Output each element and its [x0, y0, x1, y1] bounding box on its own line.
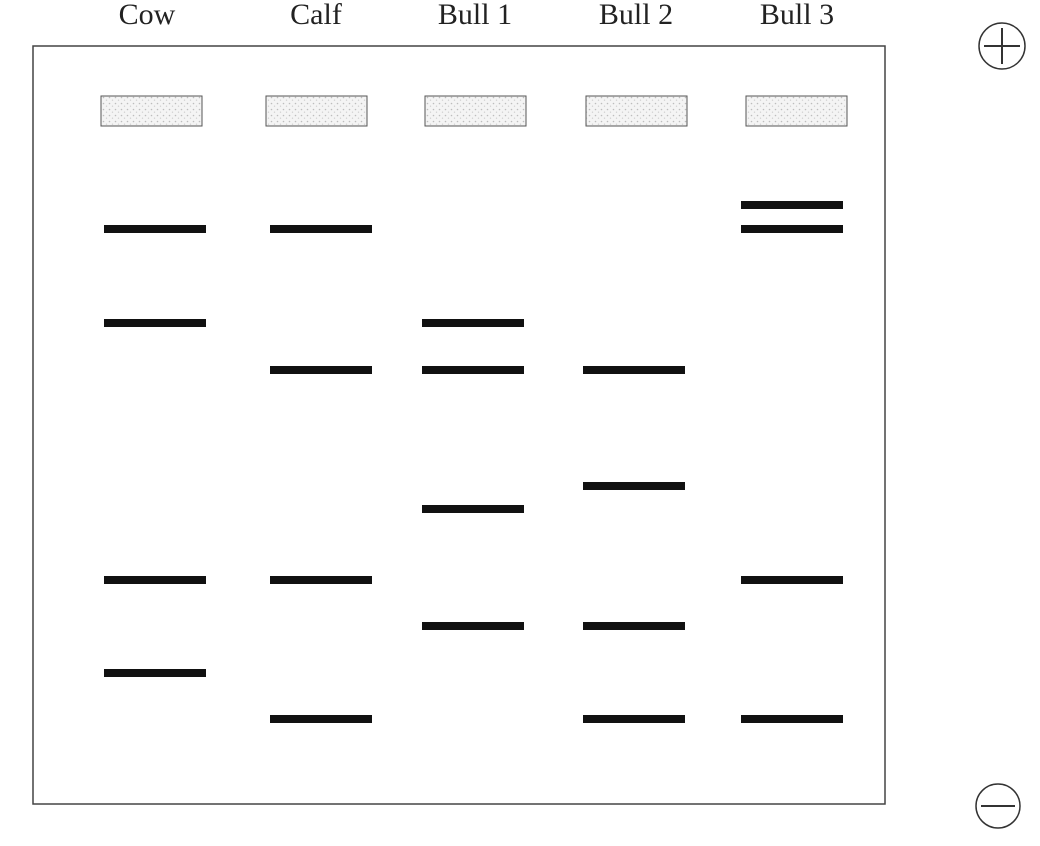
band-lane-5-3	[741, 576, 843, 584]
well-bull-3	[745, 95, 848, 127]
band-lane-3-1	[422, 319, 524, 327]
band-lane-1-2	[104, 319, 206, 327]
lane-label-calf: Calf	[290, 0, 342, 31]
band-lane-3-4	[422, 622, 524, 630]
band-lane-5-2	[741, 225, 843, 233]
band-lane-4-1	[583, 366, 685, 374]
band-lane-1-3	[104, 576, 206, 584]
band-lane-3-3	[422, 505, 524, 513]
well-cow	[100, 95, 203, 127]
band-lane-2-1	[270, 225, 372, 233]
gel-slab	[32, 45, 886, 805]
band-lane-3-2	[422, 366, 524, 374]
band-lane-4-4	[583, 715, 685, 723]
band-lane-1-1	[104, 225, 206, 233]
positive-electrode-icon	[978, 22, 1026, 70]
well-bull-2	[585, 95, 688, 127]
band-lane-5-1	[741, 201, 843, 209]
band-lane-1-4	[104, 669, 206, 677]
lane-label-bull-2: Bull 2	[599, 0, 673, 31]
band-lane-5-4	[741, 715, 843, 723]
well-bull-1	[424, 95, 527, 127]
lane-label-bull-1: Bull 1	[438, 0, 512, 31]
well-calf	[265, 95, 368, 127]
band-lane-4-3	[583, 622, 685, 630]
negative-electrode-icon	[975, 783, 1021, 829]
band-group	[104, 201, 843, 723]
band-lane-4-2	[583, 482, 685, 490]
lane-label-bull-3: Bull 3	[760, 0, 834, 31]
band-lane-2-4	[270, 715, 372, 723]
band-lane-2-3	[270, 576, 372, 584]
lane-label-cow: Cow	[119, 0, 176, 31]
band-lane-2-2	[270, 366, 372, 374]
